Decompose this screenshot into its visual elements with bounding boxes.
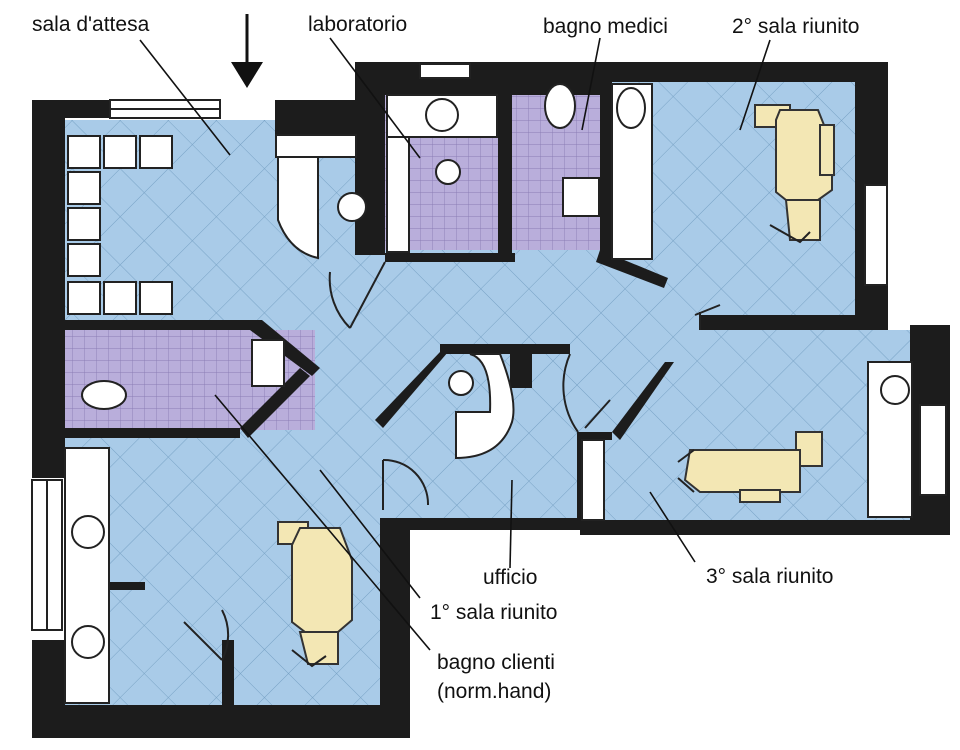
inner-wall-south bbox=[380, 518, 595, 530]
outer-wall-west bbox=[32, 100, 110, 478]
windows bbox=[31, 63, 947, 631]
label-sala-riunito-2: 2° sala riunito bbox=[732, 15, 860, 38]
leader-bagno-clienti bbox=[214, 394, 431, 651]
label-laboratorio: laboratorio bbox=[308, 13, 408, 36]
lab-shower bbox=[386, 136, 410, 253]
fixtures bbox=[64, 83, 913, 704]
leader-bagno-medici bbox=[581, 37, 601, 131]
washbasin-icon bbox=[251, 339, 285, 387]
leader-sala-riunito-1 bbox=[319, 469, 421, 599]
wall-bagno-medici-divider bbox=[498, 95, 512, 260]
label-sala-riunito-1: 1° sala riunito bbox=[430, 601, 558, 624]
dental-chair-icon bbox=[677, 431, 823, 503]
leader-sala-riunito-2 bbox=[739, 39, 771, 131]
washbasin-icon bbox=[71, 625, 105, 659]
label-bagno-clienti-note: (norm.hand) bbox=[437, 680, 552, 703]
outer-wall-west-lower bbox=[32, 640, 65, 705]
door-riunito1 bbox=[183, 609, 230, 661]
toilet-icon bbox=[544, 83, 576, 129]
wall-riunito2-west bbox=[600, 82, 612, 262]
door-corridor-lab bbox=[328, 261, 386, 329]
washbasin-icon bbox=[337, 192, 367, 222]
riunito1-counter bbox=[64, 447, 110, 704]
wall-bagno-clienti-bottom bbox=[65, 428, 240, 438]
outer-wall-north-east bbox=[605, 62, 888, 82]
door-riunito3 bbox=[562, 353, 611, 433]
washbasin-icon bbox=[448, 370, 474, 396]
leader-laboratorio bbox=[329, 37, 421, 159]
washbasin-icon bbox=[616, 87, 646, 129]
leader-sala-attesa bbox=[139, 39, 231, 156]
outer-wall-north-west bbox=[275, 100, 355, 135]
window-riunito-3 bbox=[919, 404, 947, 496]
wall-lab-bottom bbox=[385, 253, 515, 262]
door-ufficio bbox=[382, 458, 430, 510]
washbasin-icon bbox=[425, 98, 459, 132]
leader-sala-riunito-3 bbox=[649, 491, 696, 563]
wall-bagno-clienti-diag bbox=[240, 368, 310, 438]
washbasin-icon bbox=[435, 159, 461, 185]
lab-bench bbox=[277, 156, 319, 260]
ufficio-desk bbox=[455, 353, 515, 460]
waiting-chairs bbox=[67, 135, 173, 315]
leader-lines bbox=[139, 37, 771, 651]
label-bagno-medici: bagno medici bbox=[543, 15, 668, 38]
door-riunito2 bbox=[694, 304, 721, 330]
dental-chair-icon bbox=[754, 104, 835, 244]
label-bagno-clienti: bagno clienti bbox=[437, 651, 555, 674]
label-sala-attesa: sala d'attesa bbox=[32, 13, 150, 36]
label-sala-riunito-3: 3° sala riunito bbox=[706, 565, 834, 588]
lab-counter bbox=[275, 134, 357, 158]
wall-riunito1-door-jamb bbox=[222, 640, 234, 705]
window-laboratorio bbox=[419, 63, 471, 79]
doors bbox=[183, 261, 721, 661]
dental-chair-icon bbox=[277, 521, 353, 668]
wall-ufficio-column bbox=[510, 350, 532, 388]
wall-riunito2-south bbox=[700, 315, 858, 330]
outer-wall-south bbox=[32, 705, 410, 738]
washbasin-icon bbox=[71, 515, 105, 549]
washbasin-icon bbox=[880, 375, 910, 405]
outer-wall-north-mid bbox=[355, 62, 610, 95]
entrance-arrow-icon bbox=[231, 14, 263, 88]
toilet-icon bbox=[81, 380, 127, 410]
wall-bagno-clienti-top bbox=[65, 320, 250, 330]
wall-ufficio-top bbox=[440, 344, 570, 354]
label-ufficio: ufficio bbox=[483, 566, 538, 589]
outer-wall-south-east bbox=[580, 520, 950, 535]
washbasin-icon bbox=[562, 177, 600, 217]
wall-riunito3-diag bbox=[612, 362, 674, 440]
leader-ufficio bbox=[509, 479, 513, 569]
wall-ufficio-west bbox=[375, 352, 448, 428]
riunito3-cabinet bbox=[581, 439, 605, 521]
window-riunito-2 bbox=[864, 184, 888, 286]
